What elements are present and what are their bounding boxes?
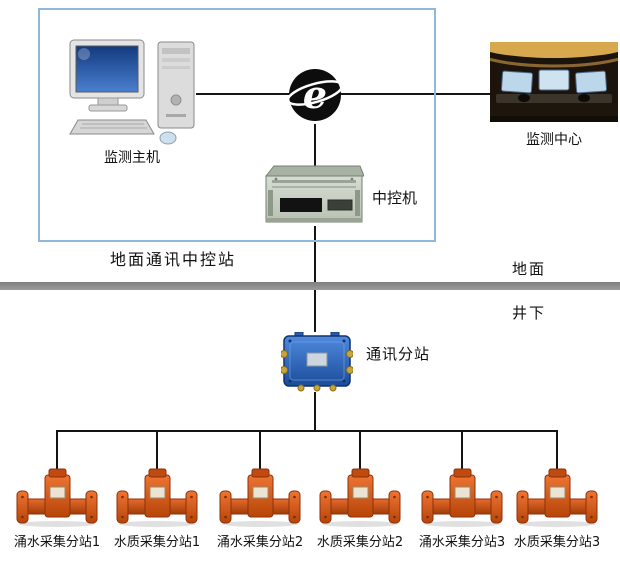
device-4-label: 水质采集分站2 (316, 535, 404, 550)
host-label: 监测主机 (104, 150, 160, 166)
drop-line-1 (56, 430, 58, 470)
drop-line-3 (259, 430, 261, 470)
device-4-illustration (318, 466, 402, 528)
substation-graphic (281, 332, 353, 392)
underground-label: 井下 (512, 304, 547, 322)
device-3-illustration (218, 466, 302, 528)
internet-e-graphic: e (286, 69, 344, 121)
device-6-label: 水质采集分站3 (513, 535, 601, 550)
wire-controller-to-substation (314, 226, 316, 332)
flow-sensor-graphic (116, 468, 198, 527)
flow-sensor-graphic (421, 468, 503, 527)
flow-sensor-graphic (219, 468, 301, 527)
wire-substation-to-bus (314, 392, 316, 432)
surface-station-label: 地面通讯中控站 (110, 250, 237, 269)
monitoring-center-label: 监测中心 (526, 132, 582, 148)
flow-sensor-graphic (516, 468, 598, 527)
controller-graphic (264, 165, 364, 223)
internet-icon: e (286, 66, 344, 124)
drop-line-4 (359, 430, 361, 470)
device-3-label: 涌水采集分站2 (216, 535, 304, 550)
bus-line (56, 430, 558, 432)
substation-label: 通讯分站 (366, 345, 431, 363)
wire-internet-to-controller (314, 124, 316, 166)
controller-label: 中控机 (372, 189, 418, 207)
internet-e-glyph: e (303, 72, 327, 117)
host-computer-graphic (69, 39, 195, 145)
device-2-illustration (115, 466, 199, 528)
host-computer-illustration (62, 28, 202, 146)
drop-line-2 (156, 430, 158, 470)
wire-host-to-center (196, 93, 492, 95)
flow-sensor-graphic (16, 468, 98, 527)
monitoring-center-graphic (490, 42, 618, 122)
device-5-illustration (420, 466, 504, 528)
monitoring-center-photo (490, 42, 618, 122)
device-2-label: 水质采集分站1 (113, 535, 201, 550)
substation-illustration (281, 332, 353, 392)
device-5-label: 涌水采集分站3 (418, 535, 506, 550)
surface-label: 地面 (512, 260, 547, 278)
surface-station-box (38, 8, 436, 242)
flow-sensor-graphic (319, 468, 401, 527)
device-1-label: 涌水采集分站1 (13, 535, 101, 550)
drop-line-6 (556, 430, 558, 470)
device-6-illustration (515, 466, 599, 528)
drop-line-5 (461, 430, 463, 470)
device-1-illustration (15, 466, 99, 528)
ground-divider (0, 282, 620, 290)
controller-illustration (264, 164, 364, 226)
